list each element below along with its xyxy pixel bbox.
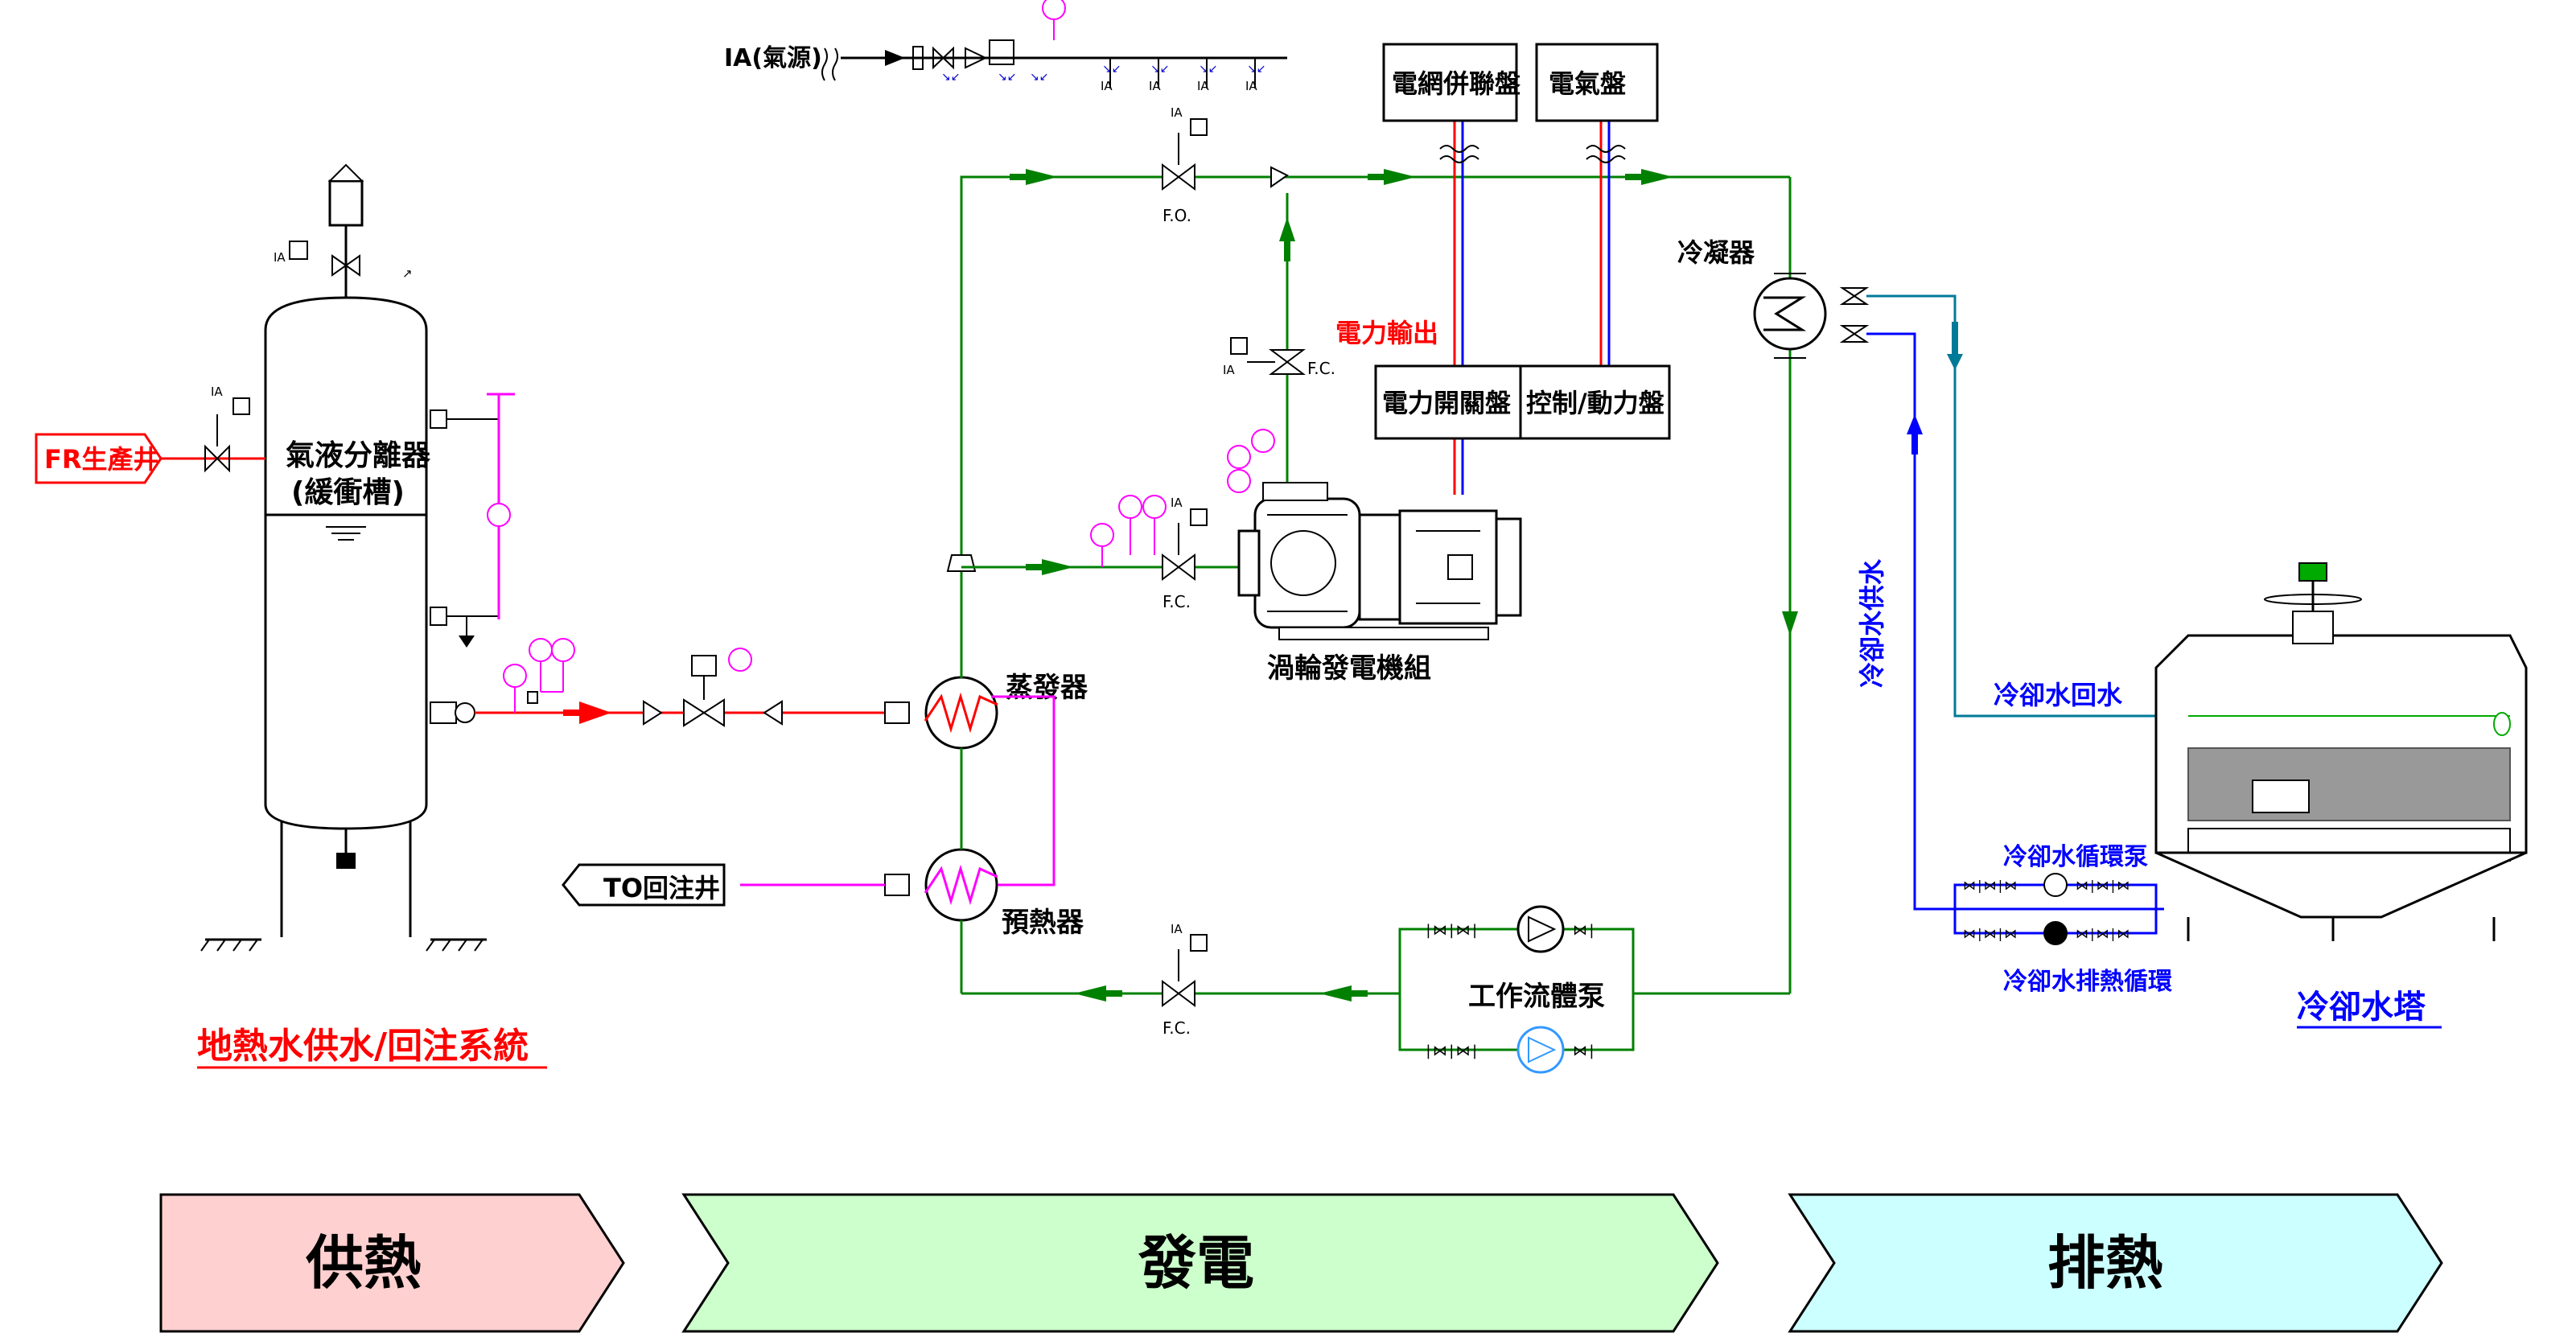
- condenser-label: 冷凝器: [1677, 237, 1755, 268]
- svg-text:↘↙: ↘↙: [1150, 63, 1169, 76]
- fc-label-bottom: F.C.: [1162, 1018, 1191, 1038]
- evaporator: 蒸發器: [924, 672, 1088, 750]
- cooling-water-loop: 冷卻水回水 冷卻水供水 ⋈|⋈|⋈ ⋈|⋈|⋈ ⋈|⋈|⋈ ⋈|⋈|⋈ 冷卻水循環泵…: [1857, 294, 2173, 996]
- svg-text:IA: IA: [274, 250, 286, 265]
- working-fluid-loop: IA F.O. IA F.C. IA F.C. IA F.C.: [946, 105, 1798, 1038]
- svg-text:↗: ↗: [402, 266, 413, 281]
- working-fluid-pump: |⋈|⋈| ⋈| |⋈|⋈| ⋈| 工作流體泵: [1398, 905, 1635, 1074]
- stage-heat-label: 供熱: [306, 1229, 422, 1297]
- svg-text:↘↙: ↘↙: [1102, 63, 1121, 76]
- svg-text:|⋈|⋈|: |⋈|⋈|: [1424, 1043, 1479, 1059]
- geo-system-title: 地熱水供水/回注系統: [197, 1026, 547, 1069]
- fo-label: F.O.: [1162, 206, 1191, 225]
- electrical-panels: 電網併聯盤 電氣盤 電力開關盤 控制/動力盤: [1374, 43, 1671, 440]
- preheater: 預熱器: [884, 848, 1084, 939]
- stage-band-reject: 排熱: [1788, 1193, 2443, 1333]
- svg-text:IA: IA: [1149, 79, 1161, 93]
- power-output-label: 電力輸出: [1335, 318, 1438, 348]
- wf-pump-label: 工作流體泵: [1468, 981, 1605, 1013]
- control-panel-label: 控制/動力盤: [1526, 388, 1665, 418]
- svg-text:IA: IA: [1171, 496, 1183, 510]
- evaporator-label: 蒸發器: [1006, 672, 1088, 704]
- geo-system-label: 地熱水供水/回注系統: [197, 1026, 529, 1067]
- svg-text:↘↙: ↘↙: [941, 71, 960, 84]
- fr-inlet: FR生產井 IA: [35, 385, 265, 484]
- svg-text:IA: IA: [211, 385, 223, 399]
- svg-text:⋈|: ⋈|: [1573, 1043, 1596, 1059]
- svg-text:⋈|⋈|⋈: ⋈|⋈|⋈: [1963, 926, 2017, 941]
- stage-power-label: 發電: [1138, 1229, 1254, 1297]
- cooling-tower-label: 冷卻水塔: [2297, 989, 2426, 1026]
- cw-supply-label: 冷卻水供水: [1857, 558, 1887, 688]
- svg-text:↘↙: ↘↙: [1030, 71, 1048, 84]
- turbine-generator: 渦輪發電機組: [1227, 429, 1522, 685]
- svg-text:IA: IA: [1245, 79, 1257, 93]
- level-gauge: [487, 393, 515, 619]
- svg-text:IA: IA: [1101, 79, 1113, 93]
- condenser: 冷凝器: [1677, 237, 1870, 359]
- cooling-tower: 冷卻水塔: [2154, 562, 2528, 1029]
- separator-label-1: 氣液分離器: [286, 439, 431, 472]
- svg-text:↘↙: ↘↙: [998, 71, 1016, 84]
- fc-label-riser: F.C.: [1307, 359, 1335, 378]
- ia-air-header: IA(氣源) ↘↙ ↘↙ ↘↙ ↘↙ ↘↙ ↘↙ ↘↙ IA IA IA IA: [724, 0, 1287, 93]
- svg-text:↘↙: ↘↙: [1199, 63, 1217, 76]
- svg-text:IA: IA: [1171, 922, 1183, 936]
- switch-panel-label: 電力開關盤: [1382, 388, 1511, 418]
- geothermal-supply-line: [430, 638, 910, 727]
- svg-text:↘↙: ↘↙: [1247, 63, 1265, 76]
- turbine-label: 渦輪發電機組: [1267, 652, 1431, 685]
- svg-text:⋈|⋈|⋈: ⋈|⋈|⋈: [2076, 926, 2130, 941]
- preheater-label: 預熱器: [1002, 907, 1084, 939]
- svg-text:IA: IA: [1197, 79, 1209, 93]
- reinjection-line: TO回注井: [562, 695, 1056, 907]
- electric-panel-label: 電氣盤: [1549, 68, 1626, 99]
- to-well-label: TO回注井: [603, 873, 720, 903]
- ia-tag: IA: [1171, 105, 1183, 120]
- svg-text:⋈|⋈|⋈: ⋈|⋈|⋈: [2076, 878, 2130, 893]
- cw-return-label: 冷卻水回水: [1994, 680, 2123, 710]
- svg-text:⋈|⋈|⋈: ⋈|⋈|⋈: [1963, 878, 2017, 893]
- svg-text:|⋈|⋈|: |⋈|⋈|: [1424, 922, 1479, 939]
- cw-heat-pump-label: 冷卻水排熱循環: [2003, 968, 2173, 996]
- gas-liquid-separator: 氣液分離器 (緩衝槽) IA ↗: [200, 163, 499, 952]
- ia-source-label: IA(氣源): [724, 44, 822, 72]
- separator-label-2: (緩衝槽): [291, 476, 405, 509]
- stage-reject-label: 排熱: [2047, 1229, 2163, 1297]
- fr-well-label: FR生產井: [44, 444, 159, 475]
- svg-text:IA: IA: [1223, 363, 1235, 377]
- cw-pump-label: 冷卻水循環泵: [2003, 843, 2148, 871]
- svg-text:⋈|: ⋈|: [1573, 922, 1596, 939]
- grid-panel-label: 電網併聯盤: [1392, 68, 1520, 99]
- stage-band-power: 發電: [681, 1193, 1719, 1333]
- fc-label-inlet: F.C.: [1162, 592, 1191, 611]
- stage-band-heat: 供熱: [159, 1193, 625, 1333]
